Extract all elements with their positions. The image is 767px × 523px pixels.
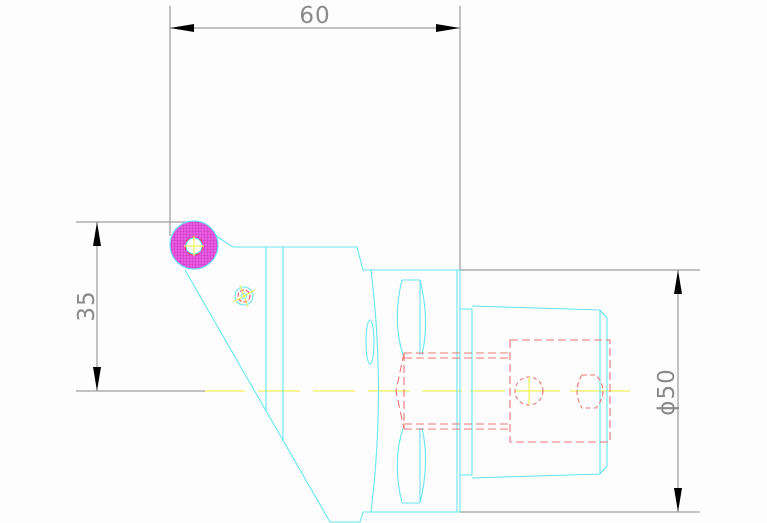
dimension-60 [169, 6, 461, 270]
body-outline [184, 235, 608, 523]
hidden-lines [395, 339, 611, 443]
screw-symbol [232, 284, 256, 308]
pivot-boss [169, 220, 219, 270]
dimension-label-60: 60 [299, 3, 330, 29]
dimension-label-diameter-50: ϕ50 [654, 368, 680, 415]
dimension-label-35: 35 [74, 290, 100, 321]
dimension-diameter-50 [460, 269, 700, 513]
dimension-35 [76, 221, 205, 392]
